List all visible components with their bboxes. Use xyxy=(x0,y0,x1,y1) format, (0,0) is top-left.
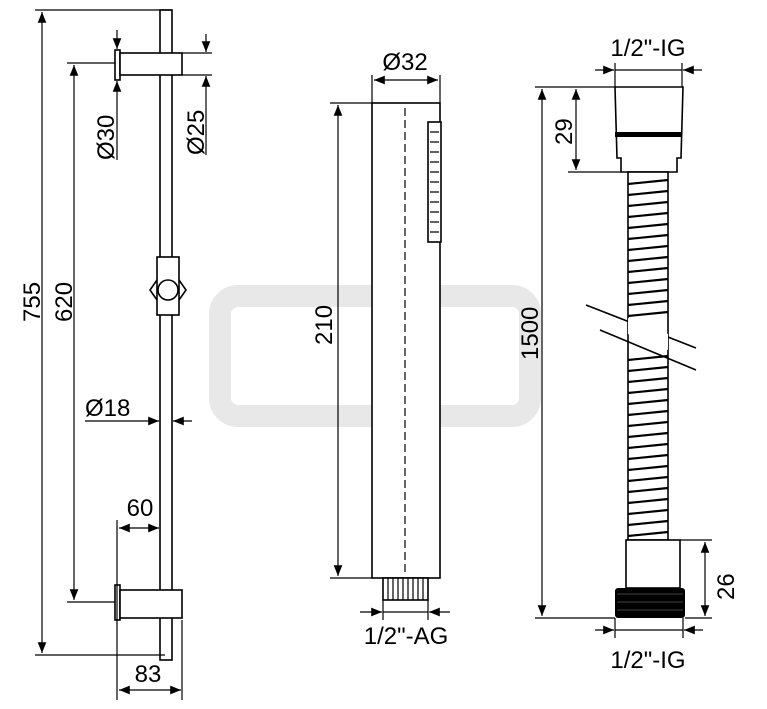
bottom-nut xyxy=(625,539,681,589)
thread-connector xyxy=(382,577,429,601)
hose-rib xyxy=(627,453,669,461)
hose-rib xyxy=(627,354,669,362)
label-26: 26 xyxy=(713,573,740,600)
label-d30: Ø30 xyxy=(93,115,120,160)
hose-rib xyxy=(627,420,669,428)
hose-rib xyxy=(627,431,669,439)
bottom-bracket-arm xyxy=(119,589,183,619)
top-nut xyxy=(614,86,684,173)
hose-rib xyxy=(627,310,669,318)
hand-shower-view: Ø32 210 1/2"-AG xyxy=(311,49,450,650)
hose-rib xyxy=(627,519,669,527)
label-d32: Ø32 xyxy=(382,49,427,76)
hose-rib xyxy=(627,475,669,483)
hose-rib xyxy=(627,409,669,417)
label-thread-ag: 1/2"-AG xyxy=(364,623,449,650)
hose-rib xyxy=(627,376,669,384)
hose-rib xyxy=(627,255,669,263)
slider-wings xyxy=(149,279,187,301)
shower-hose-view: 1/2"-IG 29 1500 26 1/2"-IG xyxy=(517,35,740,674)
label-d25: Ø25 xyxy=(183,110,210,155)
label-210: 210 xyxy=(311,305,338,345)
hose-rib xyxy=(627,266,669,274)
hose-rib xyxy=(627,442,669,450)
label-755: 755 xyxy=(19,282,46,322)
hose-rib xyxy=(627,233,669,241)
hose-rib xyxy=(627,277,669,285)
bottom-nut-ring xyxy=(615,588,685,618)
hose-rib xyxy=(627,365,669,373)
hose-rib xyxy=(627,464,669,472)
label-1500: 1500 xyxy=(517,307,544,360)
hose-rib xyxy=(627,244,669,252)
hose-rib xyxy=(627,486,669,494)
label-620: 620 xyxy=(51,282,78,322)
hose-rib xyxy=(627,200,669,208)
label-bottom-thread-ig: 1/2"-IG xyxy=(610,647,685,674)
hose-rib xyxy=(627,211,669,219)
hose-rib xyxy=(627,508,669,516)
hose-rib xyxy=(627,398,669,406)
shower-rail-view: 755 620 Ø30 Ø25 Ø18 60 83 xyxy=(19,9,212,700)
hose-rib xyxy=(627,288,669,296)
label-60: 60 xyxy=(127,495,154,522)
label-d18: Ø18 xyxy=(85,395,130,422)
rail-bar xyxy=(159,9,173,661)
hose-rib xyxy=(627,189,669,197)
hose-rib xyxy=(627,222,669,230)
hose-rib xyxy=(627,178,669,186)
slider-knob xyxy=(157,279,179,301)
label-top-thread-ig: 1/2"-IG xyxy=(610,35,685,62)
hose-rib xyxy=(627,497,669,505)
hose-rib xyxy=(627,299,669,307)
label-83: 83 xyxy=(135,661,162,688)
hose-rib xyxy=(627,387,669,395)
label-29: 29 xyxy=(551,118,578,145)
top-nut-band xyxy=(615,132,682,137)
hose-rib xyxy=(627,530,669,538)
top-bracket-arm xyxy=(119,52,183,76)
